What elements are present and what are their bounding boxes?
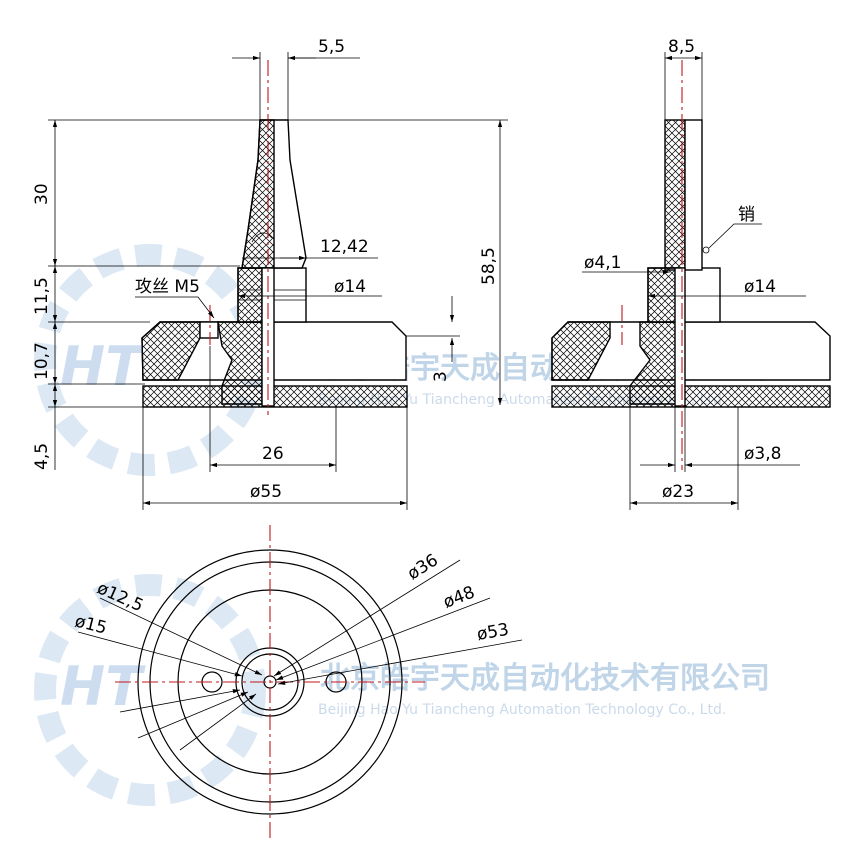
front-base-plate <box>142 385 408 408</box>
front-collar-section <box>237 267 263 323</box>
watermark-logo: HT <box>60 335 146 398</box>
front-view: 5,5 58,5 30 11,5 10,7 4,5 12,42 ø14 攻丝 M… <box>32 37 508 510</box>
dim-side-base-dia: ø23 <box>662 482 694 502</box>
dim-hole-spacing: 26 <box>262 444 284 464</box>
front-tip-section <box>241 119 275 269</box>
dim-collar-width: 12,42 <box>320 237 369 257</box>
dim-collar-dia: ø14 <box>334 277 366 297</box>
side-view: 8,5 销 ø4,1 ø14 ø3,8 ø23 <box>551 37 831 510</box>
dim-pin-dia: ø4,1 <box>584 253 621 273</box>
side-blade-face <box>684 119 703 271</box>
dim-top-d36: ø36 <box>404 550 442 584</box>
dim-bore-dia: ø3,8 <box>744 444 781 464</box>
dim-top-d15: ø15 <box>73 611 109 638</box>
dim-side-collar-dia: ø14 <box>744 277 776 297</box>
dim-base-height: 4,5 <box>32 443 52 470</box>
dim-base-dia: ø55 <box>250 482 282 502</box>
note-thread-m5: 攻丝 M5 <box>135 277 200 297</box>
front-m5-hole <box>199 321 219 339</box>
dim-tip-height: 30 <box>32 183 52 205</box>
dim-total-height: 58,5 <box>479 247 499 285</box>
side-flange-section-left <box>551 321 611 381</box>
note-pin: 销 <box>738 205 755 225</box>
side-center-rod <box>674 267 686 407</box>
dim-collar-height: 11,5 <box>32 277 52 315</box>
watermark-logo-2: HT <box>60 655 146 718</box>
side-base-plate <box>551 385 831 408</box>
watermark-company-en-2: Beijing Hao Yu Tiancheng Automation Tech… <box>318 702 726 718</box>
dim-tip-width: 5,5 <box>318 37 345 57</box>
dim-blade-width: 8,5 <box>668 37 695 57</box>
dim-top-d53: ø53 <box>475 620 510 645</box>
watermark-company-cn-2: 北京皓宇天成自动化技术有限公司 <box>320 661 770 696</box>
dim-top-d48: ø48 <box>441 583 478 613</box>
dim-recess-depth: 3 <box>431 371 451 382</box>
dim-flange-height: 10,7 <box>32 342 52 380</box>
